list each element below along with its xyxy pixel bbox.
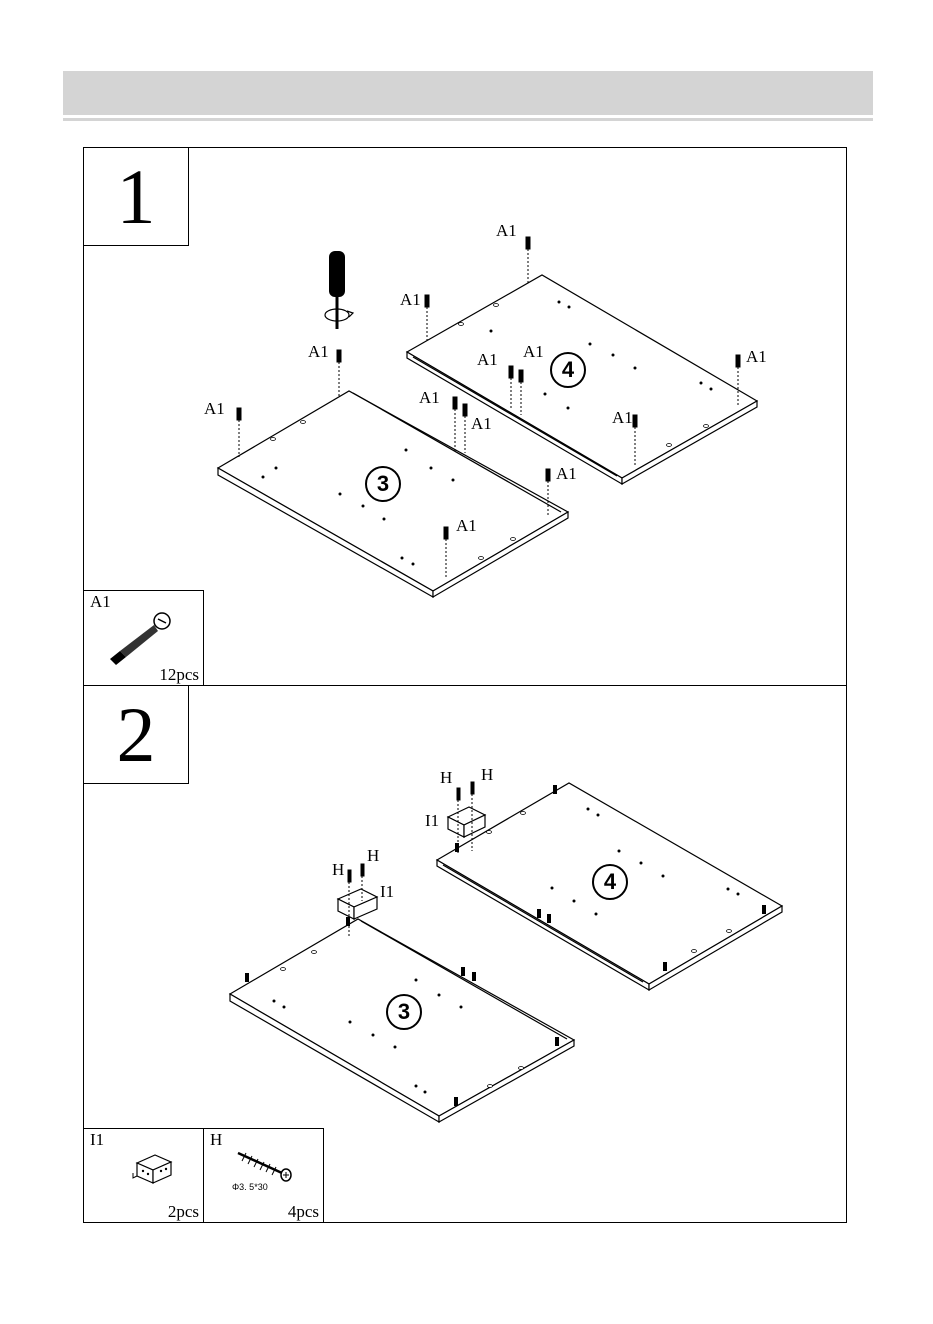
part-qty: 4pcs <box>288 1202 319 1222</box>
callout-a1: A1 <box>523 342 544 362</box>
panel-4-label: 4 <box>600 869 620 895</box>
step-1-panel: 1 <box>83 147 847 686</box>
panel-3-label: 3 <box>373 471 393 497</box>
callout-a1: A1 <box>204 399 225 419</box>
part-code: H <box>210 1130 222 1150</box>
panel-4-label: 4 <box>558 357 578 383</box>
callout-a1: A1 <box>419 388 440 408</box>
cam-bracket-icon <box>129 1149 179 1189</box>
screw-icon <box>232 1147 302 1183</box>
cam-dowel-icon <box>106 609 176 669</box>
callout-a1: A1 <box>612 408 633 428</box>
callout-i1: I1 <box>380 882 394 902</box>
callout-a1: A1 <box>400 290 421 310</box>
callout-a1: A1 <box>308 342 329 362</box>
callout-a1: A1 <box>746 347 767 367</box>
callout-a1: A1 <box>496 221 517 241</box>
callout-h: H <box>440 768 452 788</box>
callout-a1: A1 <box>477 350 498 370</box>
step-2-panel: 2 <box>83 685 847 1223</box>
screw-size-note: Φ3. 5*30 <box>232 1182 268 1192</box>
callout-a1: A1 <box>456 516 477 536</box>
parts-box-h: H Φ3. 5*30 4pcs <box>203 1128 324 1223</box>
panel-3-label: 3 <box>394 999 414 1025</box>
part-code: I1 <box>90 1130 104 1150</box>
callout-a1: A1 <box>471 414 492 434</box>
part-qty: 12pcs <box>159 665 199 685</box>
parts-box-i1: I1 2pcs <box>83 1128 204 1223</box>
header-rule <box>63 118 873 121</box>
header-bar <box>63 71 873 115</box>
parts-box-a1: A1 12pcs <box>83 590 204 686</box>
part-qty: 2pcs <box>168 1202 199 1222</box>
callout-h: H <box>481 765 493 785</box>
callout-i1: I1 <box>425 811 439 831</box>
screwdriver-icon <box>325 251 353 329</box>
callout-h: H <box>332 860 344 880</box>
callout-a1: A1 <box>556 464 577 484</box>
callout-h: H <box>367 846 379 866</box>
